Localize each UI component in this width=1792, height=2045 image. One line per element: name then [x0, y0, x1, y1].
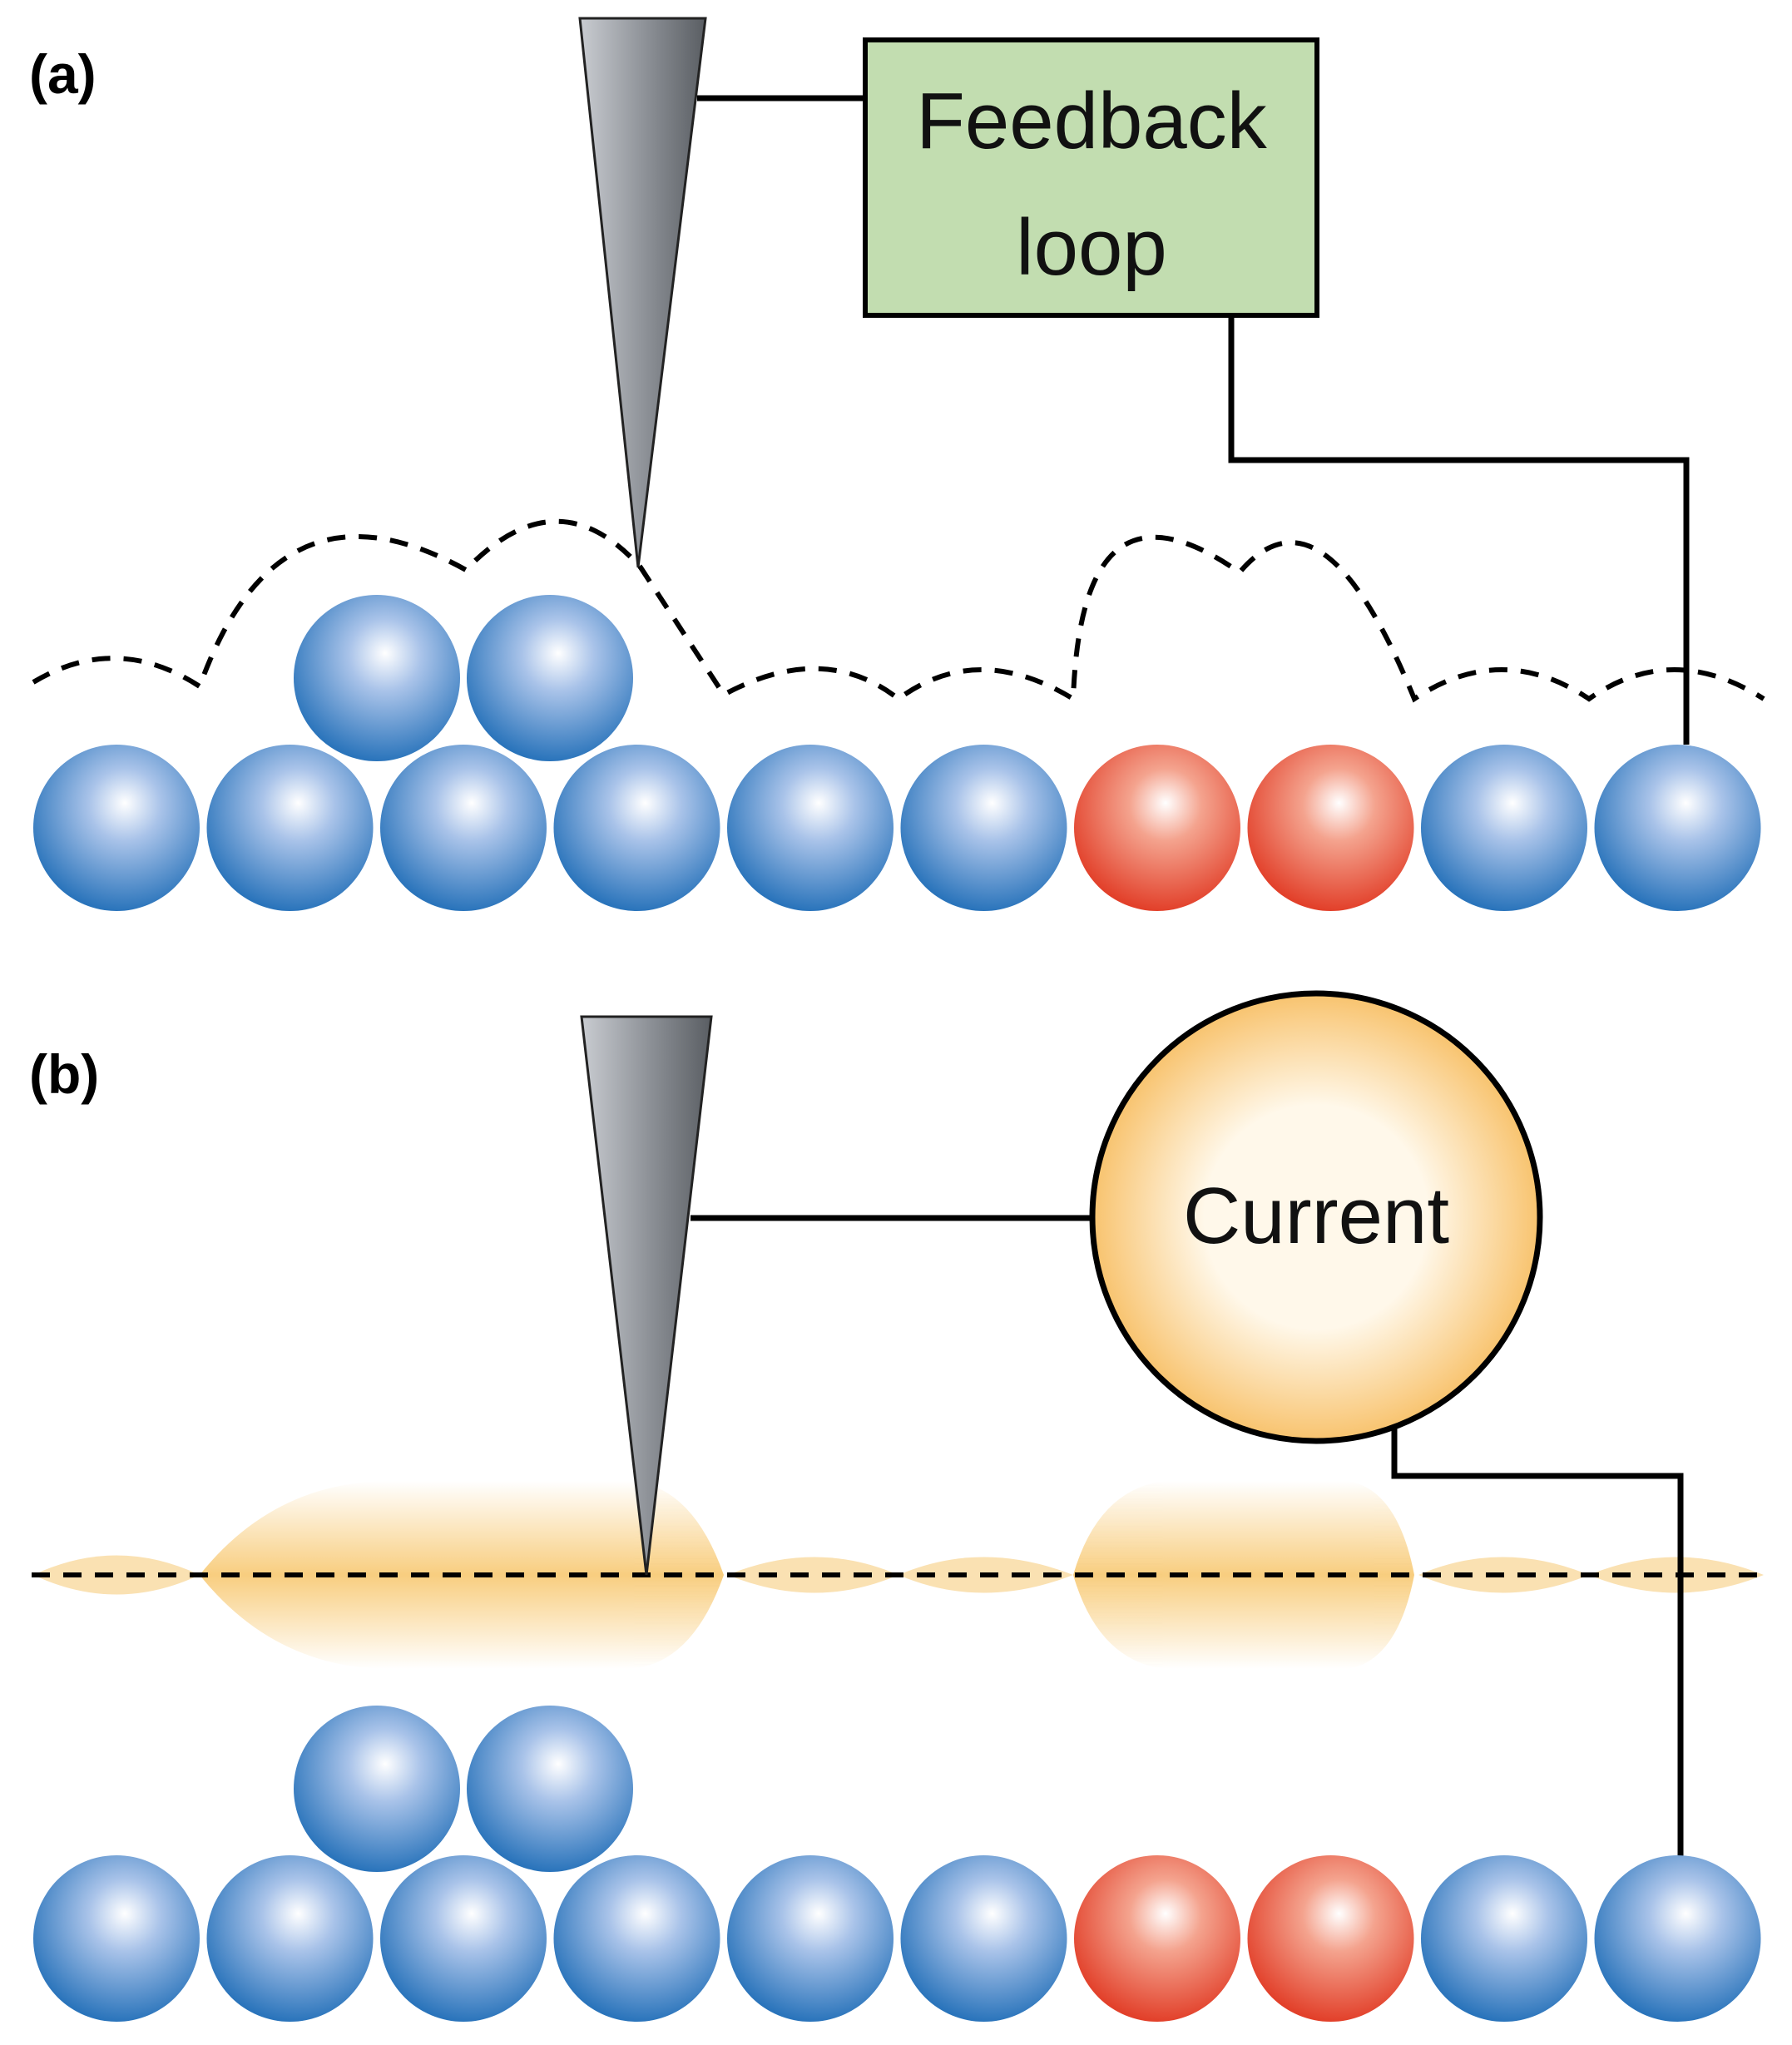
- atom-blue-icon: [1594, 745, 1761, 911]
- feedback-to-sample-wire: [1228, 316, 1690, 745]
- atom-blue-icon: [1421, 1855, 1587, 2022]
- feedback-box-line2: loop: [1016, 203, 1167, 292]
- adatom-icon: [294, 595, 460, 761]
- tip-trajectory-dashed: [32, 518, 1765, 704]
- atom-blue-icon: [553, 745, 720, 911]
- atom-blue-icon: [900, 745, 1067, 911]
- atom-red-icon: [1247, 745, 1414, 911]
- atom-blue-icon: [206, 1855, 374, 2022]
- panel-a: (a) Feedback loop: [29, 17, 1765, 911]
- panel-b: (b) Current: [29, 990, 1764, 2022]
- feedback-loop-box: [863, 37, 1319, 318]
- atom-blue-icon: [380, 745, 547, 911]
- stm-tip-icon: [578, 17, 707, 568]
- atom-layer-a: [33, 595, 1761, 911]
- atom-blue-icon: [380, 1855, 547, 2022]
- feedback-box-line1: Feedback: [916, 77, 1268, 166]
- panel-a-label: (a): [29, 43, 97, 105]
- adatom-icon: [294, 1706, 460, 1872]
- atom-layer-b: [33, 1706, 1761, 2022]
- atom-red-icon: [1247, 1855, 1414, 2022]
- atom-blue-icon: [33, 1855, 200, 2022]
- adatom-icon: [467, 595, 633, 761]
- atom-blue-icon: [1594, 1855, 1761, 2022]
- atom-blue-icon: [1421, 745, 1587, 911]
- atom-red-icon: [1074, 745, 1240, 911]
- atom-blue-icon: [727, 1855, 894, 2022]
- atom-blue-icon: [553, 1855, 720, 2022]
- current-to-sample-wire: [1391, 1423, 1684, 1857]
- panel-b-label: (b): [29, 1043, 99, 1105]
- atom-blue-icon: [900, 1855, 1067, 2022]
- atom-blue-icon: [206, 745, 374, 911]
- current-meter-circle: [1089, 990, 1543, 1444]
- atom-blue-icon: [33, 745, 200, 911]
- atom-blue-icon: [727, 745, 894, 911]
- current-meter-label: Current: [1183, 1171, 1449, 1260]
- atom-red-icon: [1074, 1855, 1240, 2022]
- stm-tip-icon: [580, 1015, 713, 1576]
- adatom-icon: [467, 1706, 633, 1872]
